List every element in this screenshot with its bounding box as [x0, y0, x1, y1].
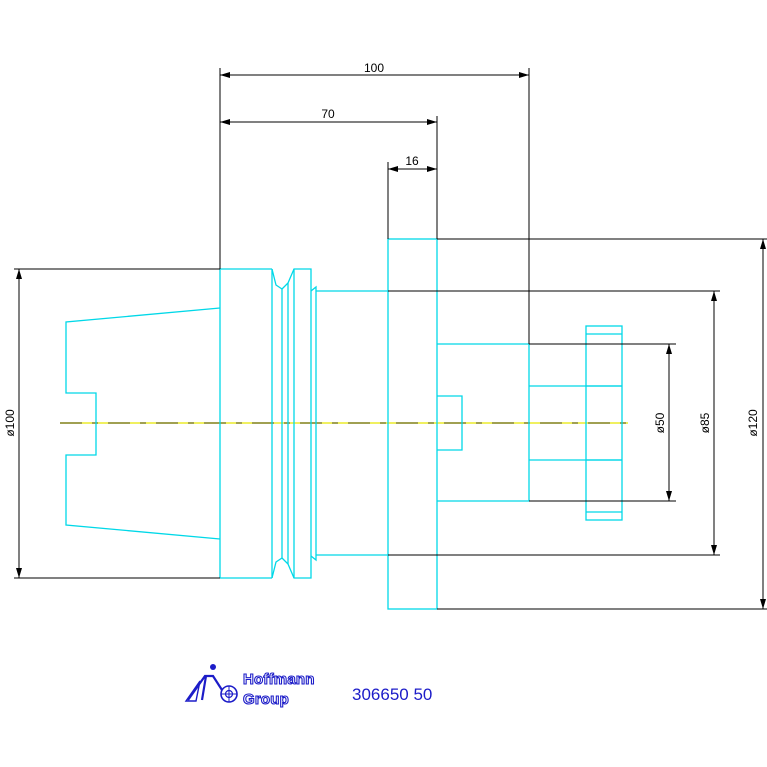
face-plate — [437, 343, 530, 502]
tool-outline — [65, 238, 623, 610]
logo-text-line1: Hoffmann — [243, 671, 315, 688]
logo-emblem-icon — [184, 664, 238, 703]
dimension-dia-120: ø120 — [437, 238, 767, 610]
dimension-dia-50: ø50 — [529, 343, 676, 502]
dimension-label-100: 100 — [364, 61, 384, 75]
dimension-label-16: 16 — [405, 154, 419, 168]
dimension-label-dia-50: ø50 — [653, 412, 667, 433]
part-number: 306650 50 — [352, 685, 432, 704]
dimension-dia-100: ø100 — [3, 268, 220, 579]
dimension-dia-85: ø85 — [388, 290, 720, 556]
dimension-length-16: 16 — [387, 154, 437, 239]
dimensions: 100 70 16 ø100 — [3, 61, 767, 610]
logo-text-line2: Group — [243, 691, 289, 708]
dimension-length-100: 100 — [219, 61, 530, 344]
dimension-label-dia-85: ø85 — [698, 412, 712, 433]
dimension-length-70: 70 — [220, 107, 438, 239]
dimension-label-70: 70 — [321, 107, 335, 121]
taper-shank — [65, 307, 221, 540]
flange — [219, 268, 312, 579]
drive-ring — [585, 325, 623, 521]
collar — [387, 238, 438, 610]
dimension-label-dia-120: ø120 — [746, 409, 760, 437]
dimension-label-dia-100: ø100 — [3, 409, 17, 437]
neck — [310, 285, 388, 562]
company-logo: Hoffmann Group — [184, 664, 315, 709]
